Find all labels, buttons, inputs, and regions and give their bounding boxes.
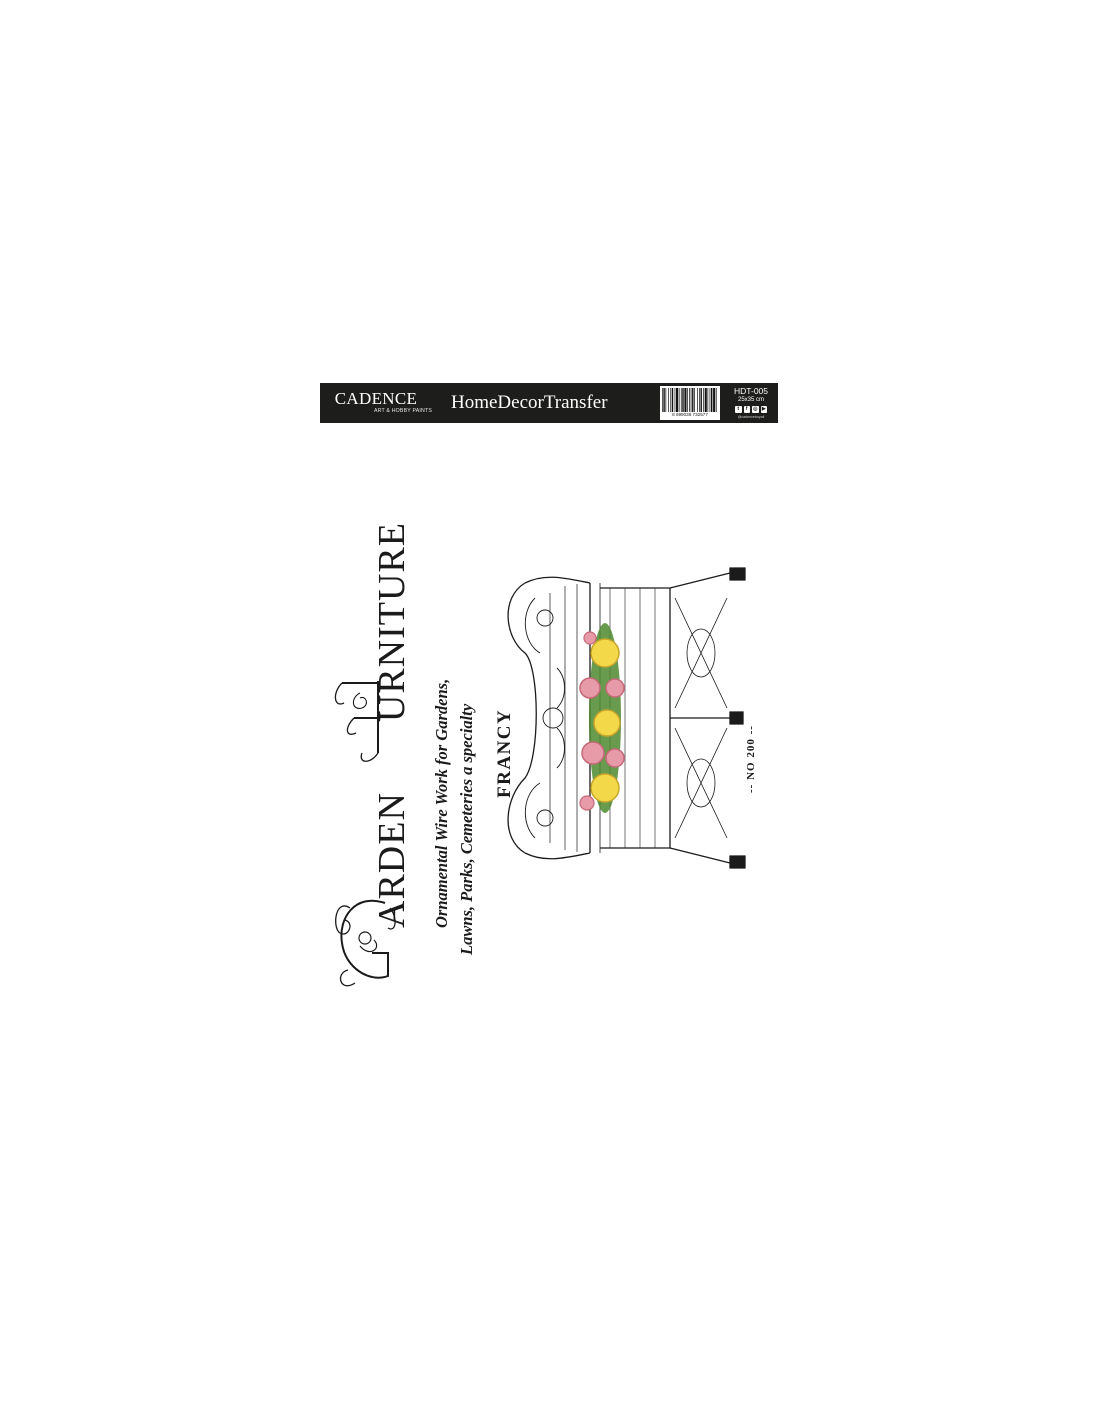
ornamental-initial-g-icon — [335, 899, 396, 987]
social-icons: t f ◎ ▶ — [735, 406, 769, 413]
barcode: 8 699036 732577 — [660, 386, 720, 420]
headline-word-1: ARDEN — [371, 792, 413, 928]
social-handle: @cadenceboyali — [737, 415, 765, 419]
ornamental-initial-f-icon — [334, 681, 379, 762]
headline: ARDEN URNITURE — [371, 470, 413, 990]
product-code: HDT-005 — [733, 386, 768, 396]
brand-logo: CADENCE ART & HOBBY PAINTS — [328, 386, 432, 420]
barcode-bars — [662, 388, 717, 412]
youtube-icon: ▶ — [760, 406, 767, 413]
barcode-number: 8 699036 732577 — [672, 412, 708, 417]
tagline-line-2: Lawns, Parks, Cemeteries a specialty — [457, 703, 476, 955]
wire-bench-illustration — [507, 567, 746, 869]
tagline-line-1: Ornamental Wire Work for Gardens, — [432, 678, 451, 928]
product-line-title: HomeDecorTransfer — [451, 392, 608, 413]
product-code-block: HDT-005 25x35 cm t f ◎ ▶ @cadenceboyali — [728, 385, 774, 421]
brand-tagline: ART & HOBBY PAINTS — [374, 408, 432, 414]
instagram-icon: ◎ — [752, 406, 759, 413]
product-size: 25x35 cm — [737, 397, 764, 403]
transfer-artwork: ARDEN URNITURE Ornamental Wire Work for G… — [320, 423, 778, 1043]
brand-name: CADENCE — [334, 389, 418, 408]
facebook-icon: f — [743, 406, 750, 413]
product-header-band: CADENCE ART & HOBBY PAINTS HomeDecorTran… — [320, 383, 778, 423]
twitter-icon: t — [735, 406, 742, 413]
headline-word-2: URNITURE — [371, 522, 413, 723]
